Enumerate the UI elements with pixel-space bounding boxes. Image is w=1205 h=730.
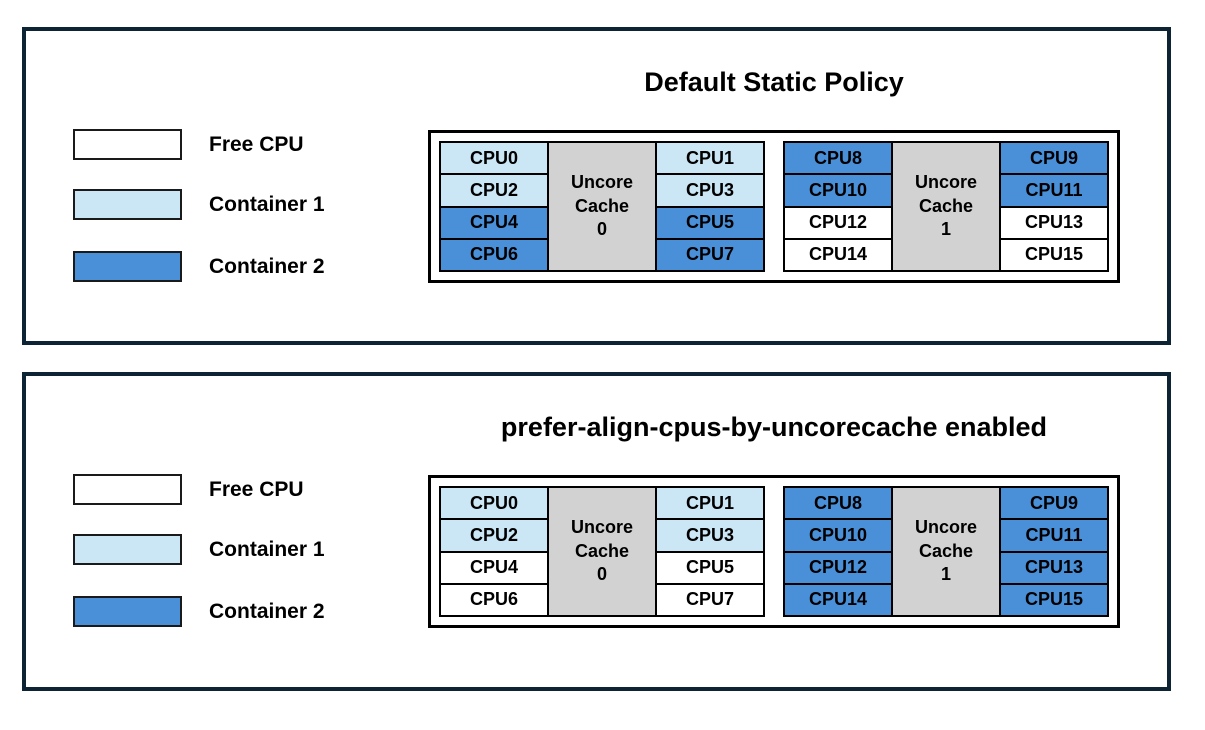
cpu-cell: CPU12 [783, 550, 893, 585]
cache-label-line: 0 [596, 219, 607, 240]
cpu-cell: CPU8 [783, 486, 893, 521]
cpu-column-right: CPU9 CPU11 CPU13 CPU15 [999, 486, 1109, 617]
cpu-cell: CPU13 [999, 550, 1109, 585]
legend-swatch-container-1 [73, 534, 182, 565]
cpu-cell: CPU5 [655, 550, 765, 585]
cpu-column-right: CPU1 CPU3 CPU5 CPU7 [655, 141, 765, 272]
legend-item-container-2: Container 2 [73, 251, 325, 282]
cpu-cell: CPU5 [655, 205, 765, 240]
cpu-topology-diagram: CPU0 CPU2 CPU4 CPU6 Uncore Cache 0 CPU1 … [428, 130, 1120, 283]
uncore-cache-0-cell: Uncore Cache 0 [547, 486, 657, 617]
legend-item-container-2: Container 2 [73, 596, 325, 627]
cpu-column-left: CPU8 CPU10 CPU12 CPU14 [783, 141, 893, 272]
cpu-cell: CPU3 [655, 173, 765, 208]
cpu-cell: CPU15 [999, 582, 1109, 617]
legend-swatch-container-2 [73, 251, 182, 282]
cache-label-line: Uncore [570, 172, 633, 193]
cpu-cell: CPU14 [783, 582, 893, 617]
panel-default-static-policy: Default Static Policy Free CPU Container… [22, 27, 1171, 345]
cpu-cell: CPU13 [999, 205, 1109, 240]
cpu-column-right: CPU9 CPU11 CPU13 CPU15 [999, 141, 1109, 272]
legend-item-container-1: Container 1 [73, 534, 325, 565]
legend-item-free-cpu: Free CPU [73, 129, 304, 160]
cpu-cell: CPU4 [439, 550, 549, 585]
cache-label-line: 1 [940, 564, 951, 585]
cpu-cell: CPU11 [999, 518, 1109, 553]
cpu-cell: CPU8 [783, 141, 893, 176]
cache-label-line: Uncore [914, 172, 977, 193]
cache-label-line: Uncore [914, 517, 977, 538]
panel-prefer-align-uncorecache: prefer-align-cpus-by-uncorecache enabled… [22, 372, 1171, 691]
uncore-cache-1-cell: Uncore Cache 1 [891, 486, 1001, 617]
cache-label-line: Cache [918, 195, 974, 216]
cpu-column-left: CPU0 CPU2 CPU4 CPU6 [439, 141, 549, 272]
cpu-cell: CPU11 [999, 173, 1109, 208]
uncore-cache-1-group: CPU8 CPU10 CPU12 CPU14 Uncore Cache 1 CP… [783, 141, 1109, 272]
cpu-cell: CPU4 [439, 205, 549, 240]
cpu-cell: CPU2 [439, 518, 549, 553]
uncore-cache-0-cell: Uncore Cache 0 [547, 141, 657, 272]
cpu-cell: CPU10 [783, 518, 893, 553]
cpu-column-right: CPU1 CPU3 CPU5 CPU7 [655, 486, 765, 617]
legend-label-container-2: Container 2 [209, 254, 325, 278]
legend-label-container-1: Container 1 [209, 192, 325, 216]
cache-label-line: Cache [918, 540, 974, 561]
cpu-topology-diagram: CPU0 CPU2 CPU4 CPU6 Uncore Cache 0 CPU1 … [428, 475, 1120, 628]
cpu-column-left: CPU8 CPU10 CPU12 CPU14 [783, 486, 893, 617]
cpu-column-left: CPU0 CPU2 CPU4 CPU6 [439, 486, 549, 617]
uncore-cache-1-group: CPU8 CPU10 CPU12 CPU14 Uncore Cache 1 CP… [783, 486, 1109, 617]
uncore-cache-0-group: CPU0 CPU2 CPU4 CPU6 Uncore Cache 0 CPU1 … [439, 141, 765, 272]
cache-label-line: Cache [574, 540, 630, 561]
cpu-cell: CPU15 [999, 237, 1109, 272]
uncore-cache-1-cell: Uncore Cache 1 [891, 141, 1001, 272]
panel-title: prefer-align-cpus-by-uncorecache enabled [500, 412, 1048, 442]
cpu-cell: CPU0 [439, 486, 549, 521]
legend-label-free-cpu: Free CPU [209, 132, 304, 156]
cpu-cell: CPU6 [439, 237, 549, 272]
cache-label-line: Uncore [570, 517, 633, 538]
cache-label-line: 0 [596, 564, 607, 585]
legend-item-free-cpu: Free CPU [73, 474, 304, 505]
cpu-cell: CPU0 [439, 141, 549, 176]
cpu-cell: CPU2 [439, 173, 549, 208]
legend-item-container-1: Container 1 [73, 189, 325, 220]
cpu-cell: CPU12 [783, 205, 893, 240]
cpu-cell: CPU7 [655, 237, 765, 272]
uncore-cache-0-group: CPU0 CPU2 CPU4 CPU6 Uncore Cache 0 CPU1 … [439, 486, 765, 617]
cpu-cell: CPU9 [999, 486, 1109, 521]
cpu-cell: CPU7 [655, 582, 765, 617]
legend-swatch-free-cpu [73, 474, 182, 505]
cpu-cell: CPU10 [783, 173, 893, 208]
legend-swatch-free-cpu [73, 129, 182, 160]
cpu-cell: CPU14 [783, 237, 893, 272]
cpu-cell: CPU9 [999, 141, 1109, 176]
cpu-cell: CPU1 [655, 486, 765, 521]
panel-title: Default Static Policy [644, 67, 904, 97]
cache-label-line: 1 [940, 219, 951, 240]
legend-label-container-2: Container 2 [209, 599, 325, 623]
legend-swatch-container-1 [73, 189, 182, 220]
cache-label-line: Cache [574, 195, 630, 216]
legend-label-free-cpu: Free CPU [209, 477, 304, 501]
legend-swatch-container-2 [73, 596, 182, 627]
cpu-cell: CPU1 [655, 141, 765, 176]
legend-label-container-1: Container 1 [209, 537, 325, 561]
cpu-cell: CPU6 [439, 582, 549, 617]
cpu-cell: CPU3 [655, 518, 765, 553]
